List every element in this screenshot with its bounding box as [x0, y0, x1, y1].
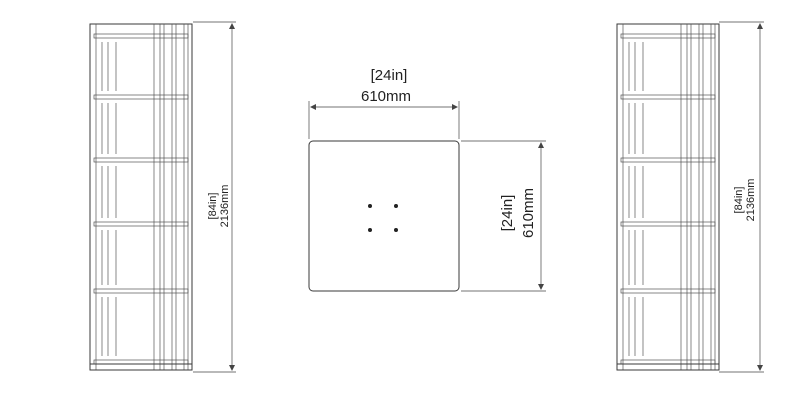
depth-dimension: [24in] 610mm — [461, 140, 546, 292]
shelf-elevation-left — [89, 23, 193, 371]
width-dimension: [24in] 610mm — [308, 67, 460, 139]
depth-mm-label: 610mm — [520, 188, 537, 238]
shelf-base — [89, 363, 193, 371]
height-dimension-left: [84in] 2136mm — [193, 21, 236, 373]
shelf-board — [620, 221, 716, 227]
height-in-label-right: [84in] — [733, 187, 745, 214]
width-mm-label: 610mm — [361, 88, 411, 105]
height-in-label-left: [84in] — [207, 193, 219, 220]
shelf-frame — [616, 23, 720, 371]
shelf-board — [93, 157, 189, 163]
shelf-board — [93, 359, 189, 365]
shelf-elevation-right — [616, 23, 720, 371]
shelf-base — [616, 363, 720, 371]
shelf-board — [620, 94, 716, 100]
shelf-board — [620, 157, 716, 163]
shelf-board — [93, 221, 189, 227]
mount-hole — [394, 228, 398, 232]
shelf-frame — [89, 23, 193, 371]
shelf-board — [620, 288, 716, 294]
depth-in-label: [24in] — [499, 195, 516, 232]
height-mm-label-left: 2136mm — [219, 185, 231, 228]
top-view — [308, 140, 460, 292]
shelf-board — [93, 33, 189, 39]
shelf-board — [93, 288, 189, 294]
mount-hole — [368, 228, 372, 232]
height-mm-label-right: 2136mm — [745, 179, 757, 222]
width-in-label: [24in] — [371, 67, 408, 84]
height-dimension-right: [84in] 2136mm — [719, 21, 764, 373]
mount-hole — [394, 204, 398, 208]
mount-hole — [368, 204, 372, 208]
shelf-board — [620, 359, 716, 365]
shelf-board — [620, 33, 716, 39]
shelf-board — [93, 94, 189, 100]
top-panel — [308, 140, 460, 292]
